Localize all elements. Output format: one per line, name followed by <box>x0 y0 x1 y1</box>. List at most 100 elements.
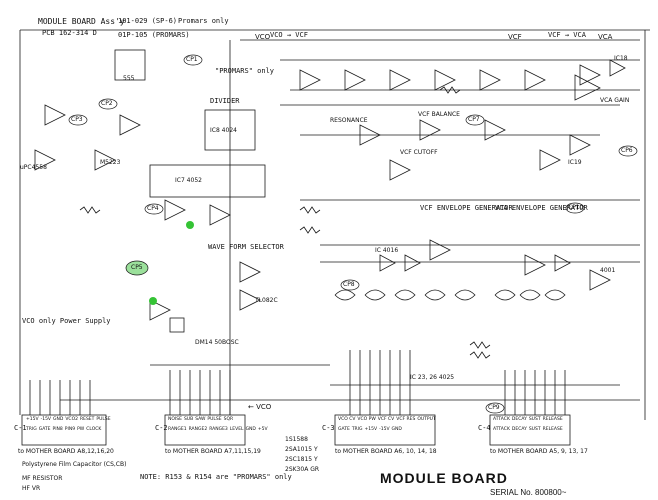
legend-line-3: HF VR <box>22 485 41 492</box>
part-number-2: 01P-105 (PROMARS) <box>118 31 190 39</box>
c1-pin: TRIG <box>26 427 37 432</box>
transistor-legend-4: 2SK30A GR <box>285 466 320 473</box>
c2-pin: RANGE3 <box>209 427 228 432</box>
transistor-legend-2: 2SA1015 Y <box>285 446 318 453</box>
c2-pin: RANGE2 <box>188 427 208 432</box>
connector-c2-pins: NOISE SUB SAW PULSE SQR <box>168 417 234 423</box>
ic-4052-box <box>149 164 266 198</box>
c2-pin: GND <box>245 427 256 432</box>
c1-pin: -15V <box>40 417 52 422</box>
c1-pin: RESET <box>79 417 95 422</box>
connector-c1-pins-2: TRIG GATE PIN8 PIN9 PW CLOCK <box>26 427 102 433</box>
vco-only-label: VCO only Power Supply <box>22 317 111 325</box>
connector-c4-pins: ATTACK DECAY SUST RELEASE <box>493 417 563 423</box>
resonance-label: RESONANCE <box>330 117 368 124</box>
connector-c1-note: to MOTHER BOARD A8,12,16,20 <box>18 448 114 455</box>
c3-pin: +15V <box>364 427 378 432</box>
ic18-label: IC18 <box>614 55 628 62</box>
c3-pin: -15V <box>379 427 390 432</box>
connector-c1-pins: +15V -15V GND VCO2 RESET PULSE <box>26 417 111 423</box>
cp-label-8: CP8 <box>343 281 355 288</box>
c1-pin: PULSE <box>96 417 111 422</box>
connector-c4-note: to MOTHER BOARD A5, 9, 13, 17 <box>490 448 588 455</box>
ic-4016-label: IC 4016 <box>375 247 399 254</box>
connector-c4-box <box>489 414 571 446</box>
env-gates <box>334 239 611 301</box>
promars-note: Promars only <box>178 17 229 25</box>
c1-pin: GATE <box>38 427 51 432</box>
c4-pin: DECAY <box>511 427 527 432</box>
ic-m5223-label: M5223 <box>100 159 121 166</box>
c4-pin: DECAY <box>511 417 527 422</box>
connector-c4-pins-2: ATTACK DECAY SUST RELEASE <box>493 427 563 433</box>
connector-c1-box <box>21 414 107 446</box>
connector-c2-pins-2: RANGE1 RANGE2 RANGE3 LEVEL GND +5V <box>168 427 268 433</box>
cp-label-7: CP7 <box>468 116 480 123</box>
legend-line-2: MF RESISTOR <box>22 475 63 482</box>
vcf-vca-label: VCF → VCA <box>548 31 586 39</box>
divider-label: DIVIDER <box>210 97 240 105</box>
connector-c1-name: C-1 <box>14 424 27 432</box>
promars-only-label: "PROMARS" only <box>215 67 275 75</box>
cp-label-10: CP10 <box>568 204 584 211</box>
c2-pin: SQR <box>223 417 234 422</box>
part-number-1: 101-029 (SP-6) <box>118 17 178 25</box>
c1-pin: CLOCK <box>86 427 102 432</box>
c2-pin: SAW <box>195 417 206 422</box>
legend-line-1: Polystyrene Film Capacitor (CS,CB) <box>22 461 127 468</box>
promars-note-text: NOTE: R153 & R154 are "PROMARS" only <box>140 473 292 481</box>
connector-c3-name: C-3 <box>322 424 335 432</box>
ic-dm14-box <box>169 317 185 333</box>
vco-mark: VCO <box>255 33 271 41</box>
highlight-dot-2 <box>149 297 157 305</box>
c3-pin: VCF CV <box>377 417 395 422</box>
transistor-legend-1: 1S1588 <box>285 436 308 443</box>
vcf-mark: VCF <box>508 33 522 41</box>
cp-label-3: CP3 <box>71 116 83 123</box>
c3-pin: VCO PW <box>357 417 376 422</box>
ic-dm14-label: DM14 50BOSC <box>195 339 239 346</box>
c4-pin: ATTACK <box>493 417 510 422</box>
ic-4052-label: IC7 4052 <box>175 177 202 184</box>
transistor-legend-3: 2SC1815 Y <box>285 456 318 463</box>
serial-number: SERIAL No. 800800~ <box>490 488 567 497</box>
c3-pin: GND <box>391 427 402 432</box>
cp-label-4: CP4 <box>147 205 159 212</box>
highlight-cp-ellipse <box>125 260 149 276</box>
c3-pin: OUTPUT <box>417 417 436 422</box>
c3-pin: VCO CV <box>338 417 356 422</box>
connector-c3-box <box>334 414 436 446</box>
ic-divider-label: IC8 4024 <box>210 127 237 134</box>
ic-4001-label: 4001 <box>600 267 616 274</box>
c3-pin: TRIG <box>351 427 363 432</box>
ic-upc4558-label: uPC4558 <box>20 164 47 171</box>
c2-pin: LEVEL <box>229 427 244 432</box>
c1-pin: PIN8 <box>52 427 63 432</box>
cp-label-9: CP9 <box>488 404 500 411</box>
connector-c2-name: C-2 <box>155 424 168 432</box>
connector-c4-name: C-4 <box>478 424 491 432</box>
cp-label-6: CP6 <box>621 147 633 154</box>
ic-555-label: 555 <box>123 75 135 82</box>
connector-c3-pins: VCO CV VCO PW VCF CV VCF RES OUTPUT <box>338 417 436 423</box>
connector-c2-box <box>164 414 246 446</box>
connector-c3-pins-2: GATE TRIG +15V -15V GND <box>338 427 402 433</box>
c4-pin: ATTACK <box>493 427 510 432</box>
vca-gain-label: VCA GAIN <box>600 97 630 104</box>
cp-label-2: CP2 <box>101 100 113 107</box>
test-point-markers <box>68 54 638 414</box>
c4-pin: SUST <box>528 417 541 422</box>
board-title: MODULE BOARD Ass'y <box>38 17 125 26</box>
c2-pin: RANGE1 <box>168 427 187 432</box>
c1-pin: GND <box>53 417 64 422</box>
c1-pin: PIN9 <box>64 427 76 432</box>
c4-pin: RELEASE <box>542 427 563 432</box>
ic-555-box <box>114 49 146 81</box>
c2-pin: +5V <box>257 427 268 432</box>
ic-divider-box <box>204 109 256 151</box>
vcf-balance-label: VCF BALANCE <box>418 111 460 118</box>
vcf-env-label: VCF ENVELOPE GENERATOR <box>420 204 513 212</box>
vco-vcf-label: VCO → VCF <box>270 31 308 39</box>
vca-env-label: VCA ENVELOPE GENERATOR <box>495 204 588 212</box>
